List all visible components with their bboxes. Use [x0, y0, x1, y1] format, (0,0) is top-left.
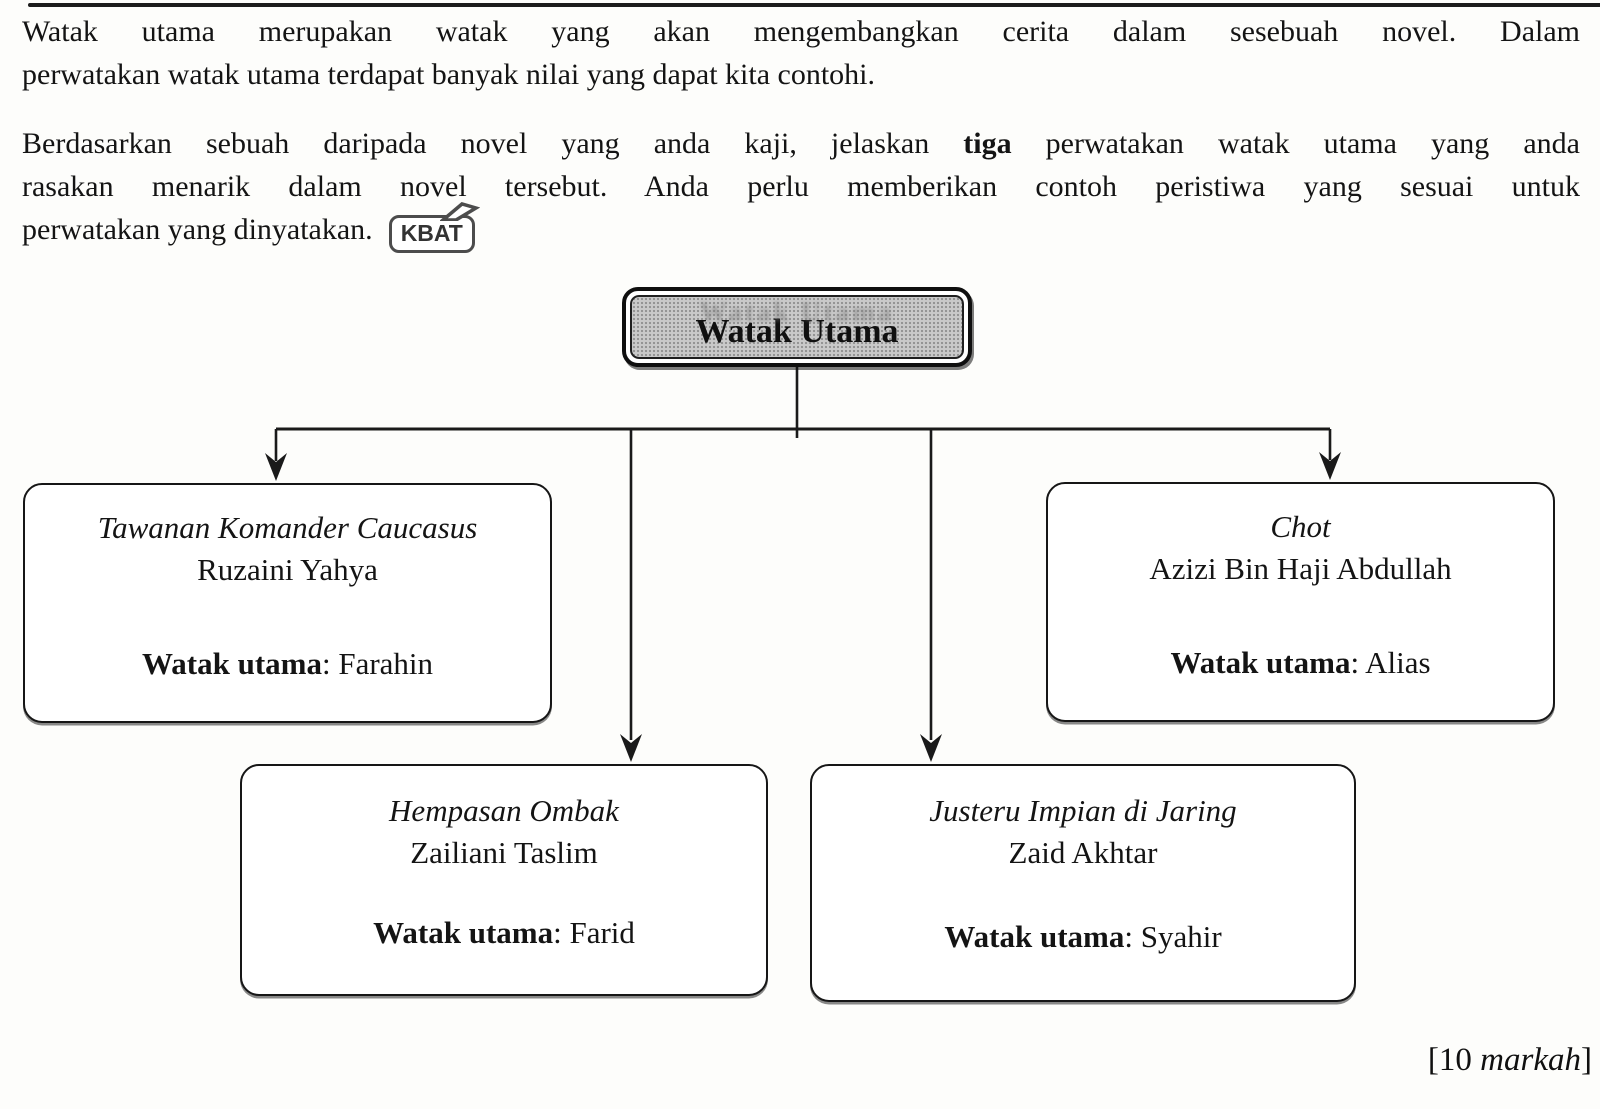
novel-node-tawanan: Tawanan Komander Caucasus Ruzaini Yahya …	[23, 483, 552, 723]
watak-label: Watak utama	[141, 646, 322, 681]
novel-node-chot: Chot Azizi Bin Haji Abdullah Watak utama…	[1046, 482, 1555, 722]
watak-label: Watak utama	[373, 915, 554, 950]
novel-author: Zailiani Taslim	[410, 835, 598, 870]
question-text: Watak utama merupakan watak yang akan me…	[22, 10, 1580, 253]
down-arrowhead-icon	[1319, 452, 1341, 480]
novel-author: Azizi Bin Haji Abdullah	[1149, 551, 1452, 586]
speech-tail-icon	[439, 202, 480, 221]
watak-label: Watak utama	[944, 919, 1125, 954]
text-segment: perwatakan watak utama yang anda	[1011, 127, 1580, 160]
novel-author: Zaid Akhtar	[1008, 835, 1158, 870]
watak-value: : Alias	[1350, 645, 1431, 680]
kbat-badge: KBAT	[388, 202, 480, 253]
main-character-line: Watak utama: Farahin	[142, 643, 433, 685]
marks-word: markah	[1480, 1042, 1581, 1078]
down-arrowhead-icon	[920, 734, 942, 762]
down-arrowhead-icon	[620, 734, 642, 762]
novel-node-hempasan: Hempasan Ombak Zailiani Taslim Watak uta…	[240, 764, 768, 996]
text-segment: Berdasarkan sebuah daripada novel yang a…	[22, 127, 964, 160]
top-scan-rule	[28, 3, 1600, 7]
root-node-inner: Watak Utama Watak Utama	[630, 295, 964, 359]
intro-paragraph-2: Berdasarkan sebuah daripada novel yang a…	[22, 122, 1580, 253]
text-line: perwatakan watak utama terdapat banyak n…	[22, 58, 875, 91]
text-line: Watak utama merupakan watak yang akan me…	[22, 15, 1580, 48]
novel-node-justeru: Justeru Impian di Jaring Zaid Akhtar Wat…	[810, 764, 1356, 1002]
novel-title: Hempasan Ombak	[389, 793, 619, 828]
novel-title: Justeru Impian di Jaring	[929, 793, 1237, 828]
intro-paragraph-1: Watak utama merupakan watak yang akan me…	[22, 10, 1580, 96]
down-arrowhead-icon	[265, 453, 287, 481]
marks-suffix: ]	[1581, 1042, 1592, 1078]
watak-value: : Farid	[553, 915, 635, 950]
ghost-print-artifact: Watak Utama	[699, 297, 895, 327]
bold-word: tiga	[963, 127, 1012, 160]
kbat-label: KBAT	[400, 220, 463, 246]
novel-title: Chot	[1270, 509, 1331, 544]
novel-title: Tawanan Komander Caucasus	[97, 510, 478, 545]
root-node-label: Watak Utama	[695, 312, 899, 350]
novel-author: Ruzaini Yahya	[197, 552, 378, 587]
marks-prefix: [10	[1427, 1042, 1481, 1078]
text-line: perwatakan yang dinyatakan. KBAT	[22, 202, 1580, 253]
watak-value: : Syahir	[1124, 919, 1222, 954]
marks-footnote: [10 markah]	[1428, 1042, 1592, 1079]
watak-label: Watak utama	[1170, 645, 1351, 680]
main-character-line: Watak utama: Syahir	[944, 916, 1221, 958]
watak-value: : Farahin	[321, 646, 434, 681]
main-character-line: Watak utama: Alias	[1170, 642, 1430, 684]
root-node-watak-utama: Watak Utama Watak Utama	[622, 287, 972, 367]
text-line: Berdasarkan sebuah daripada novel yang a…	[22, 122, 1580, 165]
text-line: rasakan menarik dalam novel tersebut. An…	[22, 170, 1580, 203]
main-character-line: Watak utama: Farid	[373, 912, 635, 954]
text-segment: perwatakan yang dinyatakan.	[22, 213, 373, 246]
